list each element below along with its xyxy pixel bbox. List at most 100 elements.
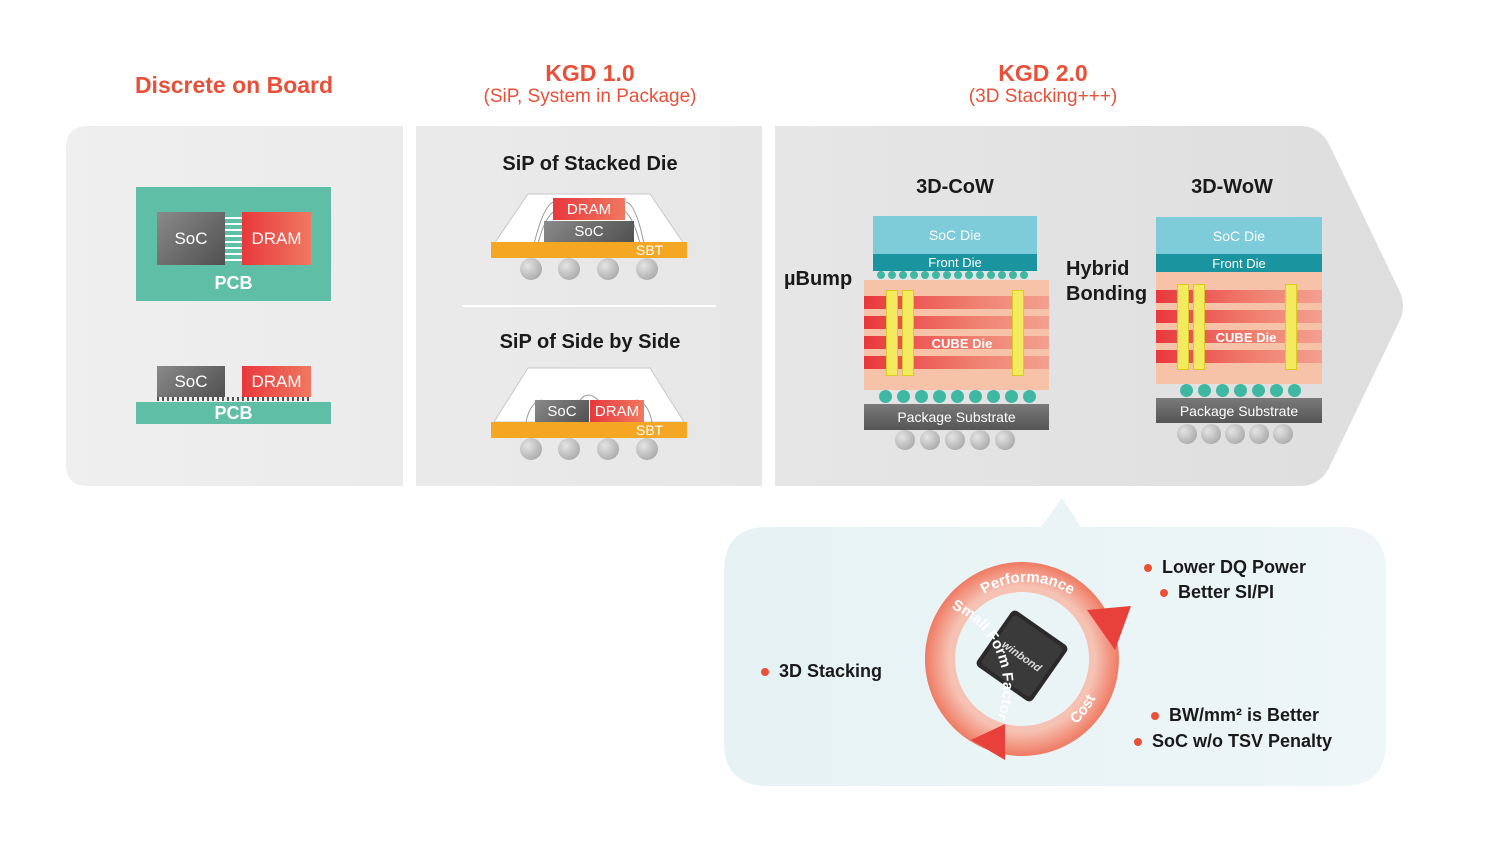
solder-ball (920, 430, 940, 450)
cow-front-die: Front Die (873, 254, 1037, 271)
micro-bump (899, 271, 907, 279)
discrete-title: Discrete on Board (134, 72, 334, 98)
dram-chip-bottom: DRAM (242, 366, 311, 397)
wow-bump-row (1178, 384, 1304, 398)
micro-bump (954, 271, 962, 279)
kgd1-title: KGD 1.0 (545, 60, 635, 86)
wow-package-substrate: Package Substrate (1156, 398, 1322, 423)
c4-bump (879, 390, 892, 403)
stacked-dram: DRAM (553, 198, 625, 220)
stacked-soc: SoC (544, 221, 634, 242)
bullet-text: Lower DQ Power (1162, 557, 1307, 577)
soc-chip-bottom: SoC (157, 366, 225, 397)
micro-bump (1009, 271, 1017, 279)
cow-bump-row (877, 390, 1037, 404)
micro-bump (877, 271, 885, 279)
panel-divider-2 (762, 126, 775, 486)
solder-ball (1249, 424, 1269, 444)
winbond-chip: winbond (976, 610, 1068, 702)
c4-bump (1023, 390, 1036, 403)
bullet-better-si-pi: Better SI/PI (1160, 582, 1274, 603)
stacked-sbt-label: SBT (636, 242, 664, 258)
performance-arrowhead (1087, 606, 1131, 650)
wow-title: 3D-WoW (1191, 176, 1273, 198)
micro-bump (1020, 271, 1028, 279)
solder-ball (1225, 424, 1245, 444)
cycle-ring (924, 562, 1119, 756)
bullet-dot (1151, 711, 1159, 720)
cow-package-substrate: Package Substrate (864, 404, 1049, 430)
c4-bump (1234, 384, 1247, 397)
side-soc: SoC (535, 400, 589, 422)
side-dram: DRAM (590, 400, 644, 422)
c4-bump (915, 390, 928, 403)
c4-bump (1005, 390, 1018, 403)
bullet-text: 3D Stacking (779, 661, 883, 681)
c4-bump (987, 390, 1000, 403)
solder-ball (520, 438, 542, 460)
solder-ball (636, 258, 658, 280)
solder-dots-bottom (157, 397, 311, 401)
c4-bump (1270, 384, 1283, 397)
solder-ball (895, 430, 915, 450)
kgd2-subtitle: (3D Stacking+++) (968, 86, 1118, 107)
stacked-sbt (491, 242, 687, 258)
solder-ball (945, 430, 965, 450)
micro-bump (932, 271, 940, 279)
wow-cube-label: CUBE Die (1215, 329, 1277, 345)
tsv-pillar (902, 290, 914, 376)
cow-title: 3D-CoW (916, 176, 994, 198)
bullet-text: BW/mm² is Better (1169, 705, 1320, 725)
solder-ball (520, 258, 542, 280)
interconnect-lines (225, 217, 242, 261)
cow-ubump-row (877, 271, 1037, 280)
bullet-dot (1134, 737, 1142, 746)
cow-soc-die: SoC Die (873, 216, 1037, 254)
wow-soc-die: SoC Die (1156, 217, 1322, 254)
solder-ball (1201, 424, 1221, 444)
tsv-pillar (1285, 284, 1297, 370)
sip-side-title: SiP of Side by Side (499, 331, 681, 353)
sip-stacked-title: SiP of Stacked Die (502, 153, 678, 175)
micro-bump (987, 271, 995, 279)
solder-ball (636, 438, 658, 460)
bullet-dot (761, 667, 769, 676)
bullet-dot (1160, 588, 1168, 597)
panel-divider-1 (403, 126, 416, 486)
bullet-lower-dq-power: Lower DQ Power (1144, 557, 1306, 578)
bullet-soc-tsv: SoC w/o TSV Penalty (1134, 731, 1332, 752)
tsv-pillar (1012, 290, 1024, 376)
tsv-pillar (1193, 284, 1205, 370)
micro-bump (943, 271, 951, 279)
micro-bump (921, 271, 929, 279)
cow-cube-label: CUBE Die (931, 335, 993, 351)
bullet-3d-stacking: 3D Stacking (761, 661, 882, 682)
solder-ball (1177, 424, 1197, 444)
micro-bump (888, 271, 896, 279)
pcb-label-top: PCB (214, 272, 253, 293)
solder-ball (597, 258, 619, 280)
side-sbt-label: SBT (636, 422, 664, 438)
soc-chip-top: SoC (157, 212, 225, 265)
c4-bump (1180, 384, 1193, 397)
solder-ball (558, 438, 580, 460)
solder-ball (970, 430, 990, 450)
c4-bump (951, 390, 964, 403)
wow-front-die: Front Die (1156, 254, 1322, 272)
solder-ball (1273, 424, 1293, 444)
c4-bump (969, 390, 982, 403)
c4-bump (897, 390, 910, 403)
ubump-label: µBump (784, 268, 853, 290)
c4-bump (1288, 384, 1301, 397)
micro-bump (910, 271, 918, 279)
bullet-text: Better SI/PI (1178, 582, 1275, 602)
bullet-dot (1144, 563, 1152, 572)
solder-ball (995, 430, 1015, 450)
micro-bump (998, 271, 1006, 279)
solder-ball (558, 258, 580, 280)
micro-bump (965, 271, 973, 279)
benefit-cycle: winbond Performance Small Form Factor Co… (924, 562, 1131, 760)
kgd1-subtitle: (SiP, System in Package) (483, 86, 697, 107)
bullet-text: SoC w/o TSV Penalty (1152, 731, 1333, 751)
